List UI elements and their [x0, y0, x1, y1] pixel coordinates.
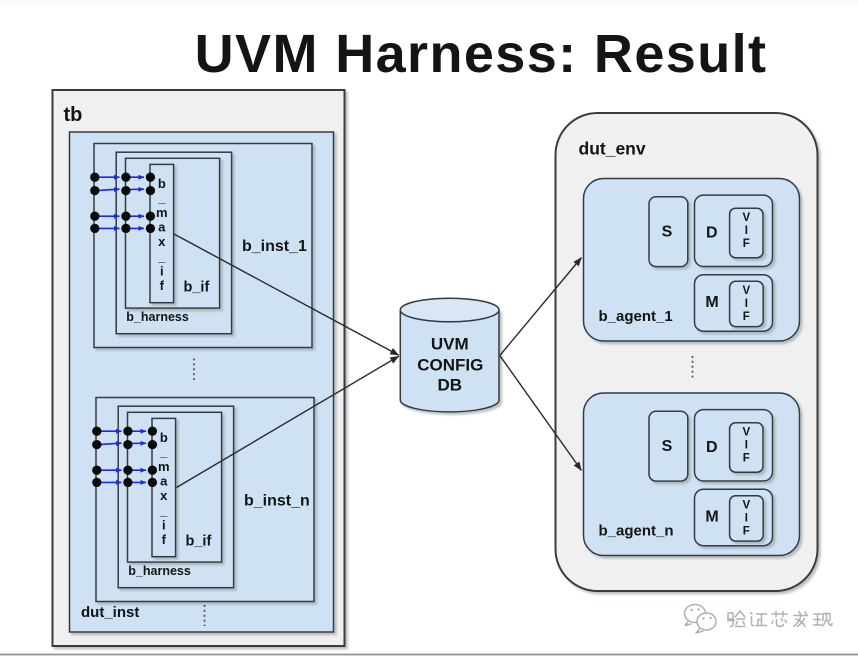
svg-text:CONFIG: CONFIG [417, 356, 483, 375]
svg-text:UVM: UVM [431, 335, 469, 354]
svg-text:b_inst_n: b_inst_n [244, 493, 310, 510]
svg-text:b_inst_1: b_inst_1 [242, 238, 307, 255]
svg-text:b_agent_n: b_agent_n [599, 523, 674, 540]
svg-text:tb: tb [64, 104, 83, 126]
svg-text:dut_inst: dut_inst [81, 604, 139, 621]
svg-text:dut_env: dut_env [579, 139, 646, 159]
svg-text:DB: DB [438, 376, 463, 395]
svg-text:UVM Harness: Result: UVM Harness: Result [195, 24, 768, 84]
svg-text:b_agent_1: b_agent_1 [599, 308, 673, 325]
